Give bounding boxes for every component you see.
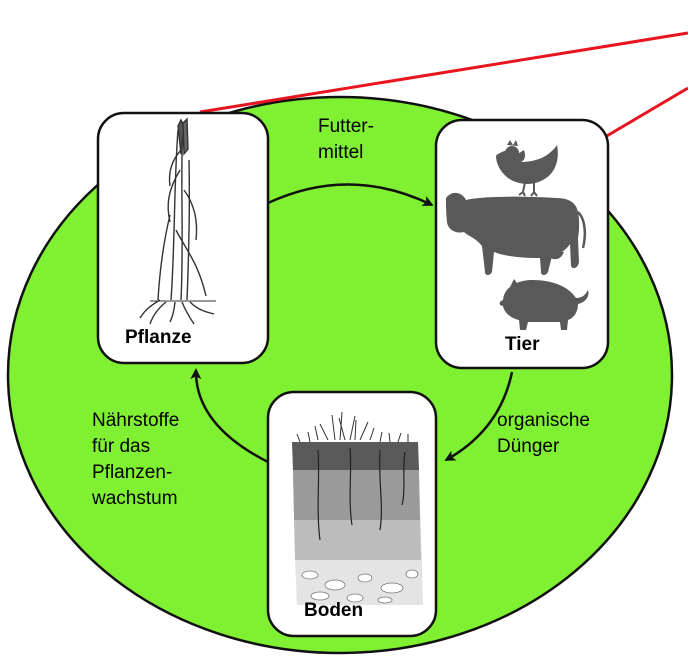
pointer-line-animal [600,88,688,140]
flow-label-nutrients-line-3: Pflanzen- [92,462,172,483]
node-soil: Boden [268,392,436,636]
flow-label-organic-fertilizer-line-1: organische [497,410,590,431]
flow-label-nutrients-line-1: Nährstoffe [92,410,179,431]
flow-label-nutrients-line-2: für das [92,436,150,457]
node-animal: Tier [436,120,608,368]
plant-label: Pflanze [125,327,192,348]
flow-label-organic-fertilizer-line-2: Dünger [497,436,560,457]
flow-label-nutrients-line-4: wachstum [91,488,178,509]
plant-box [98,113,268,363]
animal-label: Tier [505,334,540,355]
node-plant: Pflanze [98,113,268,363]
pointer-line-plant [200,33,688,112]
flow-label-feed-line-2: mittel [318,142,363,163]
flow-label-feed-line-1: Futter- [318,116,374,137]
soil-label: Boden [304,600,363,621]
